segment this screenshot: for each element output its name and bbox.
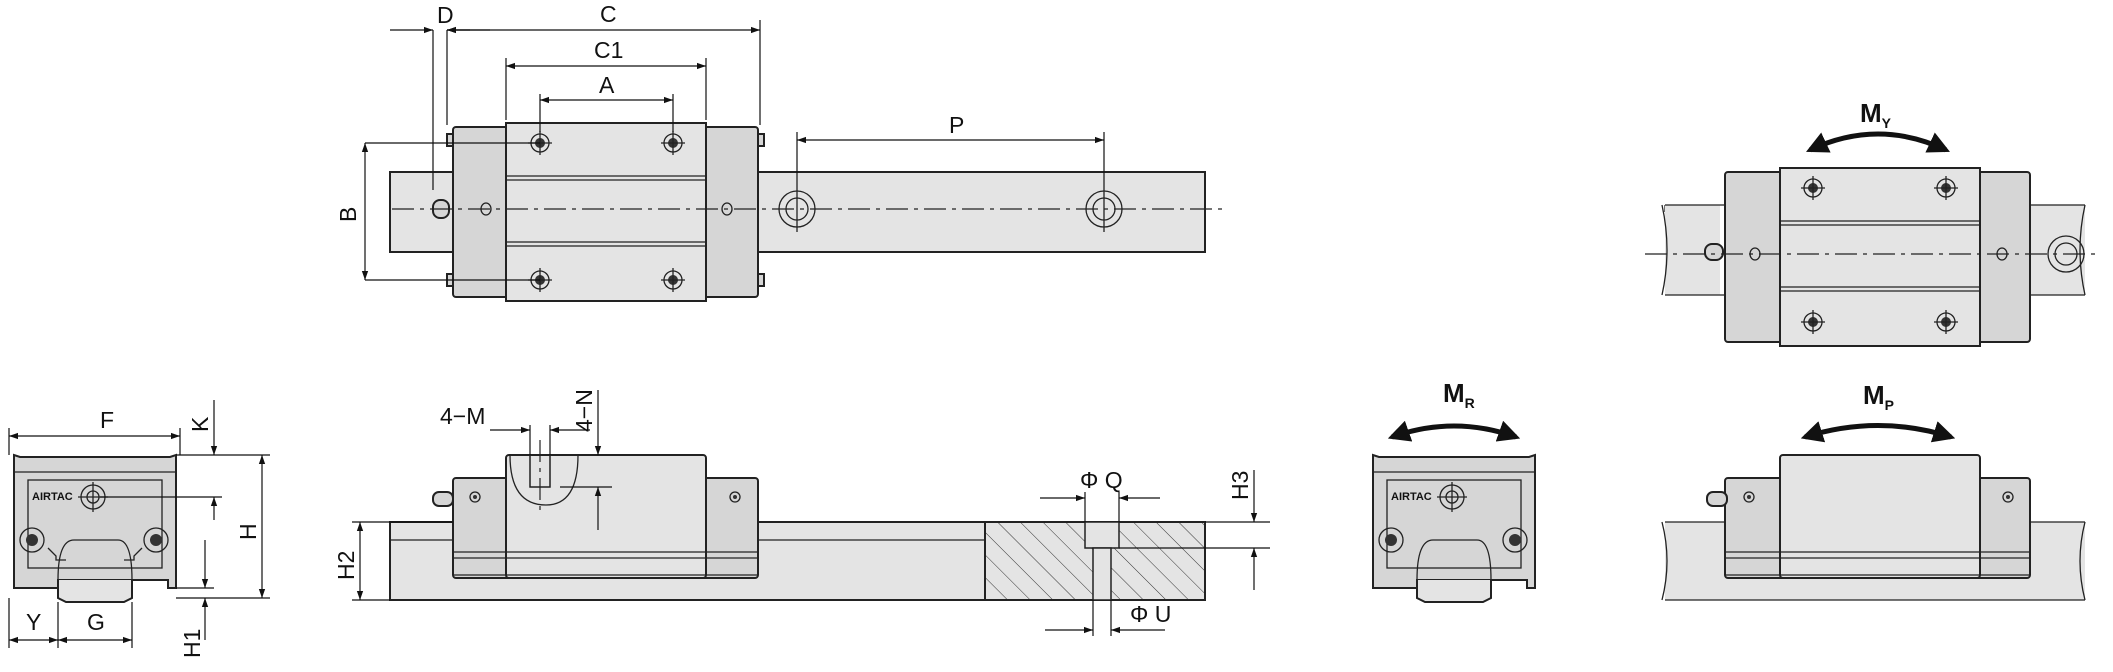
ball-recirculation-icon: [19, 527, 45, 553]
end-view: AIRTAC F K H H1 Y G: [8, 400, 270, 658]
moment-MY-view: MY: [1645, 98, 2100, 347]
grease-port-icon: [1437, 482, 1467, 512]
moment-MR-view: AIRTAC MR: [1372, 378, 1536, 603]
moment-arrow-MP-icon: [1800, 421, 1956, 443]
dim-label-4-M: 4−M: [440, 403, 485, 429]
dim-label-A: A: [599, 72, 615, 98]
mounting-hole-icon: [1801, 310, 1825, 334]
side-view: 4−M 4−N H2 Φ Q H3 Φ U: [333, 389, 1270, 636]
dim-label-4-N: 4−N: [571, 389, 597, 432]
dim-label-C: C: [600, 1, 617, 27]
mounting-hole-icon: [1934, 176, 1958, 200]
moment-MP-view: MP: [1661, 380, 2086, 601]
moment-arrow-MY-icon: [1806, 131, 1950, 153]
ball-recirculation-icon: [1378, 527, 1404, 553]
top-view: D C C1 A P B: [335, 1, 1228, 302]
mounting-hole-icon: [1934, 310, 1958, 334]
dim-label-H1: H1: [179, 629, 205, 658]
mounting-hole-icon: [661, 268, 685, 292]
screw-icon: [469, 491, 481, 503]
dim-label-B: B: [335, 207, 361, 222]
screw-icon: [2002, 491, 2014, 503]
carriage-core: [505, 122, 707, 302]
dim-label-K: K: [187, 416, 213, 432]
moment-label-MR: MR: [1443, 378, 1475, 411]
mounting-hole-icon: [1801, 176, 1825, 200]
moment-arrow-MR-icon: [1387, 420, 1521, 442]
dim-label-D: D: [437, 2, 454, 28]
ball-recirculation-icon: [143, 527, 169, 553]
dim-label-H2: H2: [333, 551, 359, 580]
moment-label-MP: MP: [1863, 380, 1894, 413]
dim-label-F: F: [100, 407, 114, 433]
dim-label-phi-U: Φ U: [1130, 601, 1171, 627]
dim-label-P: P: [949, 112, 964, 138]
dim-label-Y: Y: [26, 609, 41, 635]
mounting-hole-icon: [661, 131, 685, 155]
carriage-side-core: [505, 454, 707, 579]
dim-label-phi-Q: Φ Q: [1080, 467, 1123, 493]
ball-recirculation-icon: [1502, 527, 1528, 553]
dim-label-C1: C1: [594, 37, 623, 63]
airtac-logo: AIRTAC: [32, 491, 73, 503]
dim-label-G: G: [87, 609, 105, 635]
moment-label-MY: MY: [1860, 98, 1892, 131]
screw-icon: [729, 491, 741, 503]
screw-icon: [1743, 491, 1755, 503]
airtac-logo: AIRTAC: [1391, 491, 1432, 503]
dim-label-H: H: [235, 523, 261, 540]
dim-label-H3: H3: [1227, 471, 1253, 500]
